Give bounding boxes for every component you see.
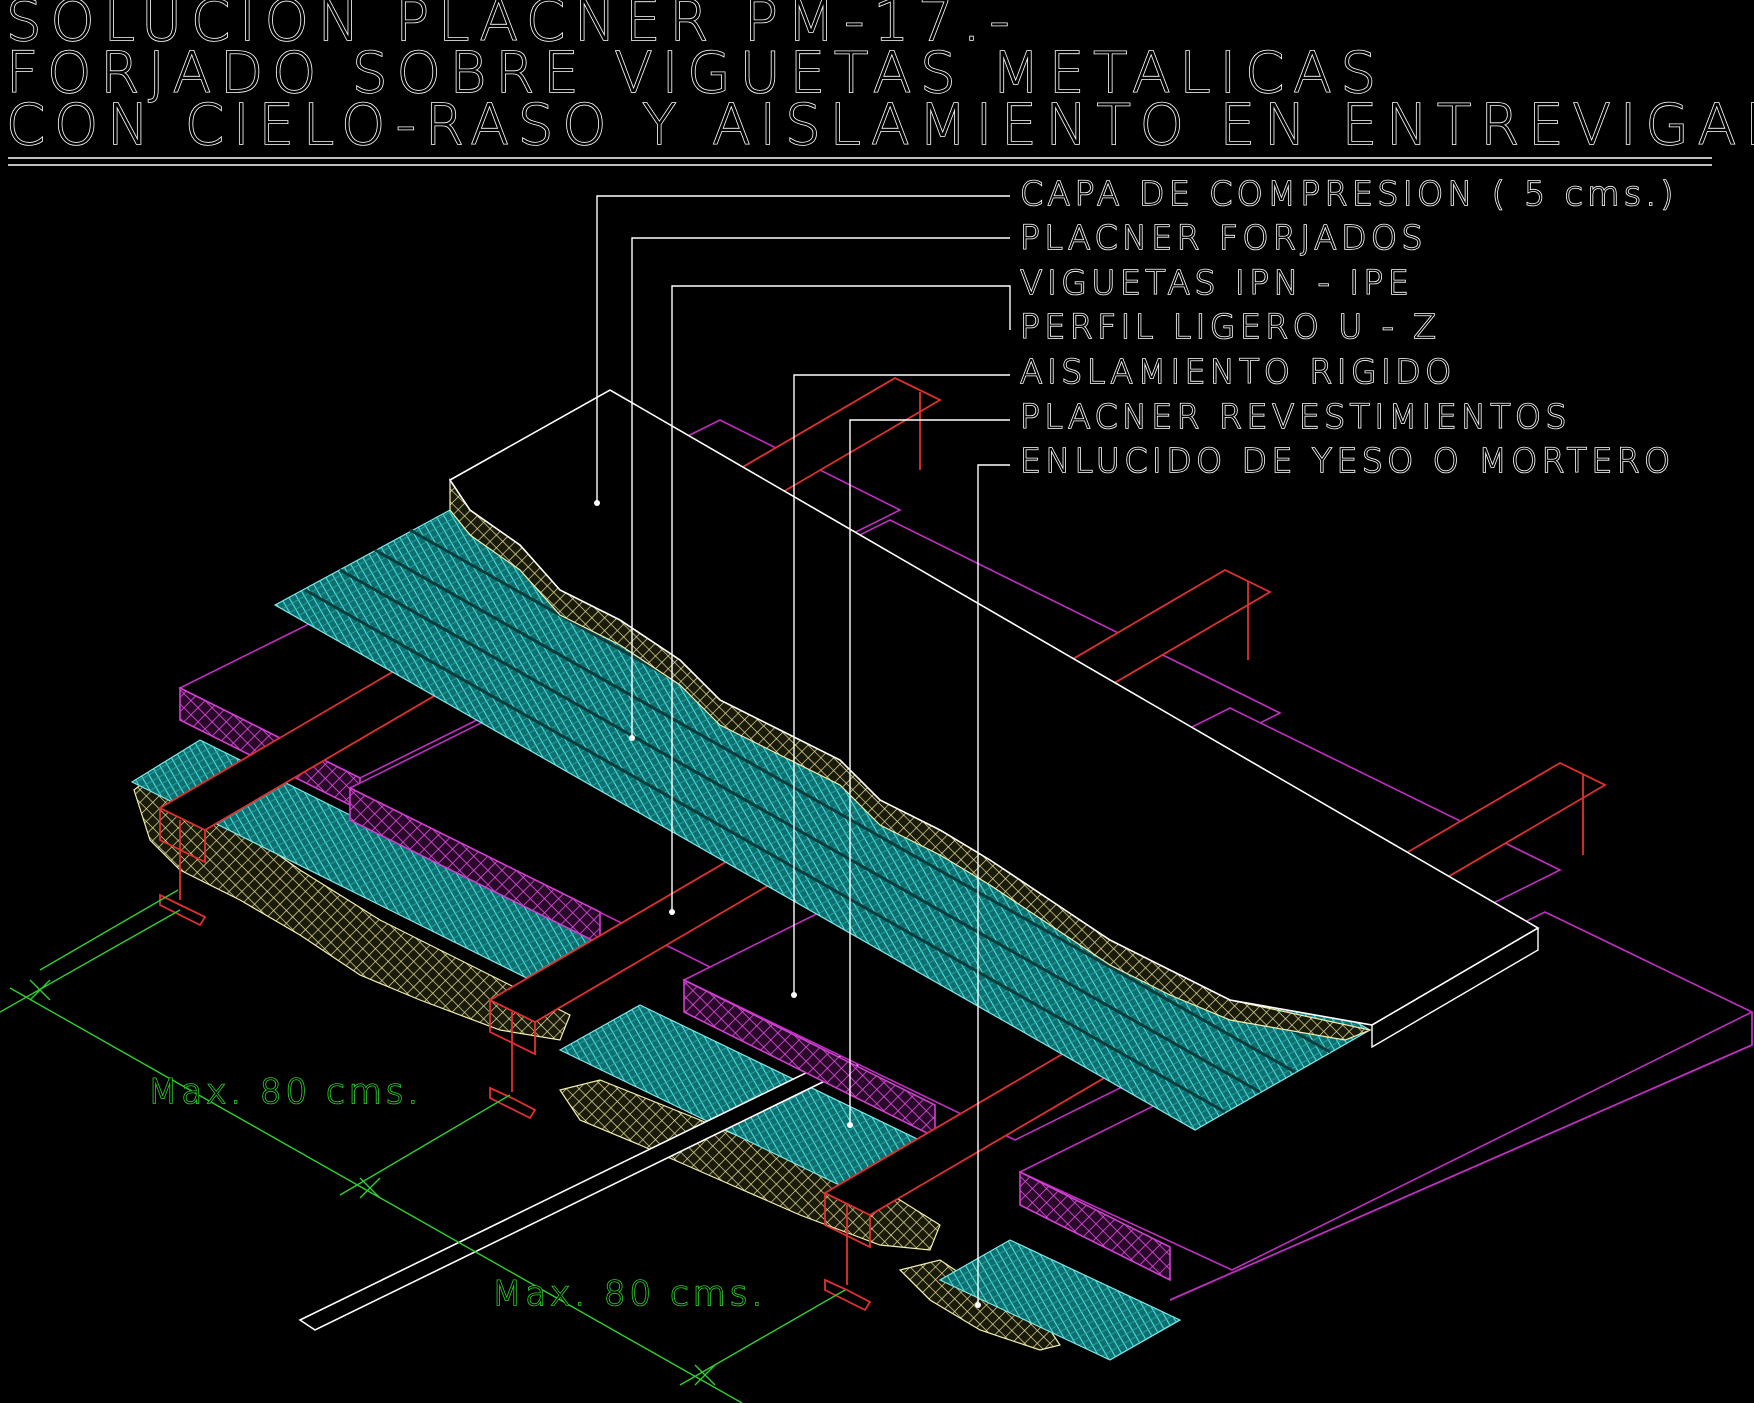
title-line-1: SOLUCION PLACNER PM-17.- (6, 0, 1019, 54)
leader-aislamiento (793, 374, 1010, 995)
compression-layer (448, 389, 1540, 1049)
leader-revestimientos (849, 419, 1010, 1125)
insulation-panel-4-side (1019, 1170, 1171, 1282)
joist-3-web (824, 775, 1584, 1303)
compression-layer-top (448, 389, 1540, 1026)
dimension-tick-2 (359, 1177, 381, 1199)
label-viguetas: VIGUETAS IPN - IPE (1020, 263, 1413, 302)
leader-lines (594, 195, 1011, 1308)
dimension-line-main (9, 987, 743, 1403)
joist-3-bottom (824, 1278, 872, 1312)
dimension-tick-3 (694, 1364, 716, 1386)
insulation-panel-4-edge (1169, 1012, 1753, 1301)
leader-dot-3 (669, 909, 675, 915)
label-enlucido: ENLUCIDO DE YESO O MORTERO (1020, 441, 1675, 480)
leader-capa-compresion (596, 195, 1010, 503)
label-perfil-ligero: PERFIL LIGERO U - Z (1020, 307, 1440, 346)
ceiling-board-3 (938, 1239, 1182, 1361)
title-line-2: FORJADO SOBRE VIGUETAS METALICAS (6, 41, 1385, 106)
extension-line-1b (0, 909, 181, 1013)
dimension-tick-1 (29, 979, 51, 1001)
extension-line-3 (679, 1289, 846, 1386)
title-block: SOLUCION PLACNER PM-17.- FORJADO SOBRE V… (5, 0, 1754, 166)
floor-deck (273, 478, 1373, 1131)
joist-2-web (489, 582, 1249, 1111)
leader-dot-1 (594, 500, 600, 506)
leader-enlucido (977, 464, 1010, 1305)
dimension-label-1: Max. 80 cms. (148, 1072, 422, 1112)
extension-line-2 (339, 1094, 511, 1196)
deck-rib-3 (374, 548, 1296, 1074)
dimension-label-2: Max. 80 cms. (492, 1274, 766, 1314)
extension-line-1 (39, 889, 179, 971)
dimensions: Max. 80 cms. Max. 80 cms. (0, 889, 846, 1403)
leader-dot-6 (975, 1302, 981, 1308)
label-revestimientos: PLACNER REVESTIMIENTOS (1020, 397, 1571, 436)
leader-dot-5 (847, 1122, 853, 1128)
leader-dot-4 (791, 992, 797, 998)
joist-1-bottom (159, 893, 207, 927)
title-line-3: CON CIELO-RASO Y AISLAMIENTO EN ENTREVIG… (6, 93, 1754, 158)
label-placner-forjados: PLACNER FORJADOS (1020, 218, 1427, 257)
joist-1-web (159, 392, 921, 918)
leader-dot-2 (629, 735, 635, 741)
deck-rib-1 (304, 588, 1226, 1114)
legend-labels: CAPA DE COMPRESION ( 5 cms.) PLACNER FOR… (1019, 173, 1678, 481)
deck-rib-2 (339, 568, 1261, 1094)
leader-placner-forjados (631, 237, 1010, 738)
label-capa-compresion: CAPA DE COMPRESION ( 5 cms.) (1020, 174, 1678, 213)
label-aislamiento: AISLAMIENTO RIGIDO (1020, 352, 1456, 391)
leader-viguetas (671, 285, 1011, 912)
compression-layer-edge (1371, 928, 1539, 1049)
plaster-strip-2 (559, 1079, 941, 1251)
